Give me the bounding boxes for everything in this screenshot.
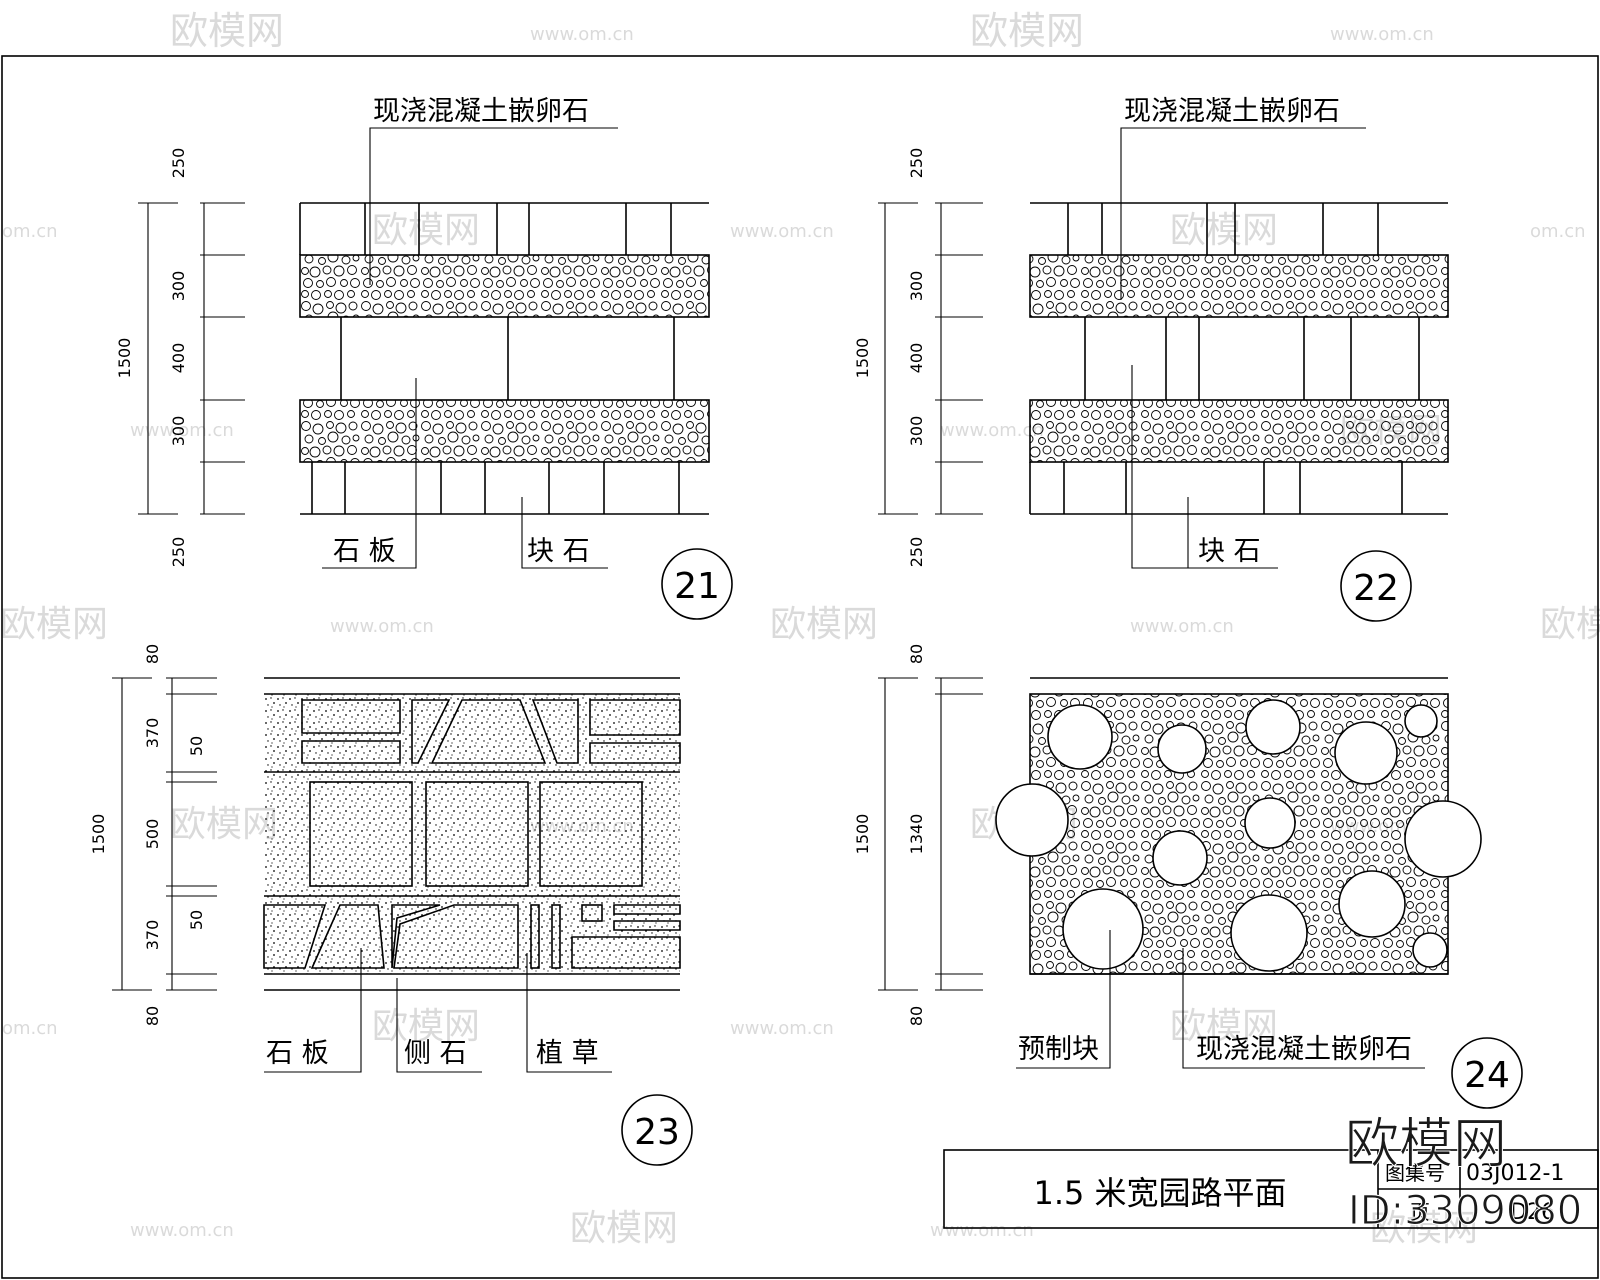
grass-joints — [264, 694, 680, 974]
watermark-url: www.om.cn — [940, 420, 1044, 441]
detail-24: 80 1340 80 1500 预制块 现浇混凝土嵌卵石 24 — [853, 644, 1523, 1109]
dim-400: 400 — [907, 343, 926, 374]
label-cast-concrete-pebble: 现浇混凝土嵌卵石 — [373, 96, 589, 127]
label-cast-concrete-pebble: 现浇混凝土嵌卵石 — [1124, 96, 1340, 127]
detail-number: 23 — [634, 1112, 680, 1153]
dim-80-top: 80 — [143, 644, 162, 664]
leader-precast — [1016, 930, 1111, 1069]
drawing-title: 1.5 米宽园路平面 — [1033, 1174, 1286, 1212]
sheet-no: 03J012-1 — [1466, 1161, 1564, 1186]
watermark-brand: 欧模网 — [770, 604, 878, 645]
title-block: 1.5 米宽园路平面 图集号 03J012-1 页 D26 — [943, 1149, 1599, 1229]
pebble-band-top — [1029, 254, 1449, 318]
sheet-no-label: 图集号 — [1385, 1161, 1445, 1185]
dim-250-bottom: 250 — [169, 537, 188, 568]
dim-370: 370 — [143, 920, 162, 951]
watermark-brand: 欧模网 — [970, 9, 1084, 53]
sheet-border — [1, 55, 1599, 1279]
label-precast-block: 预制块 — [1018, 1034, 1099, 1065]
watermark-brand: 欧模网 — [170, 9, 284, 53]
watermark-brand: 欧模网 — [570, 1208, 678, 1249]
detail-number: 24 — [1464, 1055, 1510, 1096]
watermark-url: om.cn — [2, 1018, 58, 1039]
precast-blocks — [995, 699, 1482, 972]
dim-total: 1500 — [89, 814, 108, 855]
label-block-stone: 块 石 — [1198, 536, 1261, 567]
label-block-stone: 块 石 — [527, 536, 590, 567]
dim-1340: 1340 — [907, 814, 926, 855]
watermark-brand: 欧模网 — [0, 604, 108, 645]
detail-number-circle — [1340, 550, 1412, 622]
dim-80-top: 80 — [907, 644, 926, 664]
watermark-brand: 欧模网 — [170, 804, 278, 845]
watermark-url: www.om.cn — [130, 420, 234, 441]
watermark-url: www.om.cn — [730, 1018, 834, 1039]
leader-slab — [264, 948, 362, 1073]
dim-400: 400 — [169, 343, 188, 374]
overlay-brand: 欧模网 — [1345, 1112, 1507, 1175]
dim-50: 50 — [187, 736, 206, 756]
detail-21: 250 300 400 300 250 1500 现浇混凝土嵌卵石 — [115, 96, 733, 620]
watermark-brand: 欧模网 — [372, 1006, 480, 1047]
dim-250-top: 250 — [169, 148, 188, 179]
dim-300: 300 — [907, 416, 926, 447]
watermark-url: www.om.cn — [130, 1220, 234, 1241]
watermark-url: www.om.cn — [530, 24, 634, 45]
leader-top — [369, 127, 618, 285]
detail-22: 250 300 400 300 250 1500 现浇混凝土嵌卵石 块 石 — [853, 96, 1449, 622]
dim-80-bottom: 80 — [143, 1006, 162, 1026]
watermark-url: www.om.cn — [730, 221, 834, 242]
watermark-brand: 欧模网 — [1540, 604, 1600, 645]
detail-number: 22 — [1353, 568, 1399, 609]
dim-80-bottom: 80 — [907, 1006, 926, 1026]
label-planted-grass: 植 草 — [536, 1038, 599, 1069]
leader-pebble — [1182, 948, 1425, 1069]
overlay-watermark: 欧模网 ID:3309080 — [1345, 1112, 1583, 1235]
dim-300: 300 — [907, 271, 926, 302]
watermark-brand: 欧模网 — [1170, 210, 1278, 251]
dim-50: 50 — [187, 910, 206, 930]
overlay-id: ID:3309080 — [1348, 1188, 1582, 1234]
dim-total: 1500 — [853, 338, 872, 379]
dim-total: 1500 — [115, 338, 134, 379]
watermark-brand: 欧模网 — [1170, 1006, 1278, 1047]
dim-total: 1500 — [853, 814, 872, 855]
leader-slab — [322, 378, 417, 569]
detail-23: 80 370 500 370 80 50 50 1500 — [89, 644, 693, 1166]
watermark-url: om.cn — [1530, 221, 1586, 242]
page-label: 页 — [1410, 1200, 1430, 1224]
detail-number: 21 — [674, 566, 720, 607]
label-curb-stone: 侧 石 — [404, 1038, 467, 1069]
leader-curb — [396, 978, 482, 1073]
dim-250-bottom: 250 — [907, 537, 926, 568]
watermark-url: www.om.cn — [930, 1220, 1034, 1241]
detail-number-circle — [661, 548, 733, 620]
dim-250-top: 250 — [907, 148, 926, 179]
pebble-band-top — [299, 254, 710, 318]
pebble-band-bottom — [1029, 399, 1449, 463]
leader-top — [1120, 127, 1366, 300]
page-no: D26 — [1510, 1200, 1555, 1225]
pebble-band-bottom — [299, 399, 710, 463]
dim-370: 370 — [143, 718, 162, 749]
leader-grass — [526, 953, 612, 1073]
label-slab: 石 板 — [266, 1038, 329, 1069]
watermark-url: om.cn — [2, 221, 58, 242]
dim-300: 300 — [169, 416, 188, 447]
label-slab: 石 板 — [333, 536, 396, 567]
detail-number-circle — [1451, 1037, 1523, 1109]
dim-500: 500 — [143, 819, 162, 850]
watermark-url: www.om.cn — [1330, 24, 1434, 45]
dim-300: 300 — [169, 271, 188, 302]
detail-number-circle — [621, 1094, 693, 1166]
leader-stone — [521, 497, 608, 569]
leader-stone — [1131, 365, 1278, 569]
label-cast-concrete-pebble: 现浇混凝土嵌卵石 — [1196, 1034, 1412, 1065]
watermark-url: www.om.cn — [1130, 616, 1234, 637]
watermark-brand: 欧模网 — [372, 210, 480, 251]
watermark-url: www.om.cn — [330, 616, 434, 637]
